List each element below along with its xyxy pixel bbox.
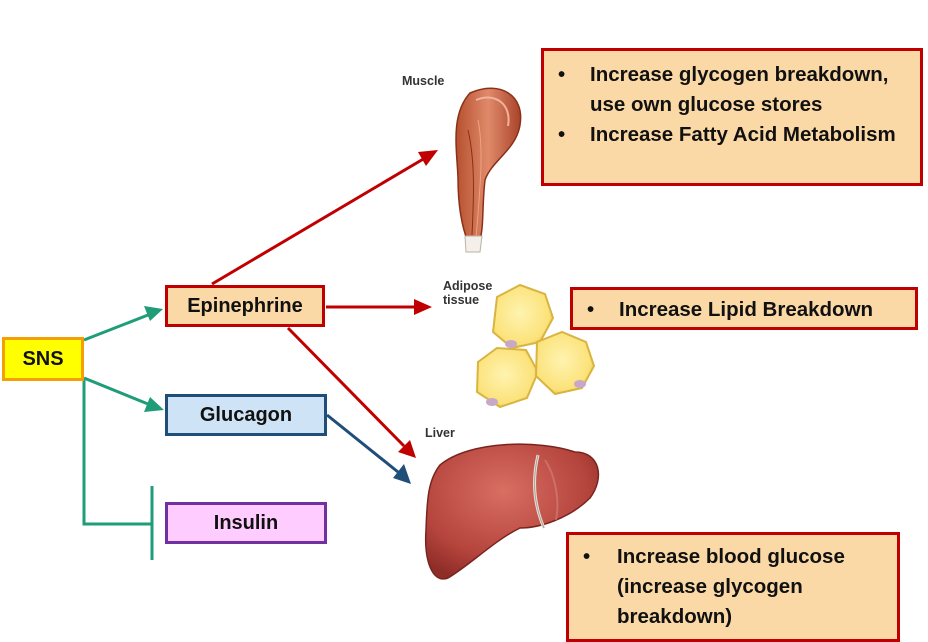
- epinephrine-arrows: [211, 156, 426, 448]
- arrowhead-to-adipose: [414, 299, 432, 315]
- adipose-label-line1: Adipose: [443, 279, 493, 293]
- adipose-effects-box: Increase Lipid Breakdown: [570, 287, 918, 330]
- adipose-label-line2: tissue: [443, 293, 480, 307]
- arrowhead-to-epinephrine: [144, 306, 163, 321]
- sns-label: SNS: [22, 347, 64, 370]
- liver-illustration: [424, 443, 600, 580]
- epinephrine-box: Epinephrine: [165, 285, 325, 327]
- liver-effects-box: Increase blood glucose (increase glycoge…: [566, 532, 900, 642]
- arrowhead-to-muscle: [418, 150, 438, 166]
- adipose-effect-item: Increase Lipid Breakdown: [577, 295, 911, 325]
- sns-box: SNS: [2, 337, 84, 381]
- arrowhead-to-glucagon: [144, 397, 164, 412]
- epinephrine-label: Epinephrine: [187, 294, 303, 317]
- adipose-effects-list: Increase Lipid Breakdown: [577, 295, 911, 325]
- muscle-illustration: [455, 87, 522, 253]
- adipose-label: Adipose tissue: [443, 279, 492, 307]
- muscle-effects-list: Increase glycogen breakdown, use own glu…: [548, 60, 914, 150]
- glucagon-arrow: [326, 413, 399, 474]
- glucagon-box: Glucagon: [165, 394, 327, 436]
- liver-effects-list: Increase blood glucose (increase glycoge…: [573, 542, 893, 632]
- arrowhead-to-liver: [398, 440, 416, 458]
- insulin-box: Insulin: [165, 502, 327, 544]
- liver-effect-item: Increase blood glucose (increase glycoge…: [573, 542, 893, 632]
- glucagon-label: Glucagon: [199, 403, 293, 426]
- sns-connectors: [82, 313, 154, 560]
- liver-label: Liver: [425, 426, 455, 440]
- insulin-label: Insulin: [213, 511, 279, 534]
- muscle-effects-box: Increase glycogen breakdown, use own glu…: [541, 48, 923, 186]
- muscle-label: Muscle: [402, 74, 445, 88]
- muscle-effect-item: Increase glycogen breakdown, use own glu…: [548, 60, 914, 120]
- arrowhead-glucagon-to-liver: [393, 464, 411, 484]
- adipose-illustration: [475, 283, 596, 409]
- muscle-effect-item: Increase Fatty Acid Metabolism: [548, 120, 914, 150]
